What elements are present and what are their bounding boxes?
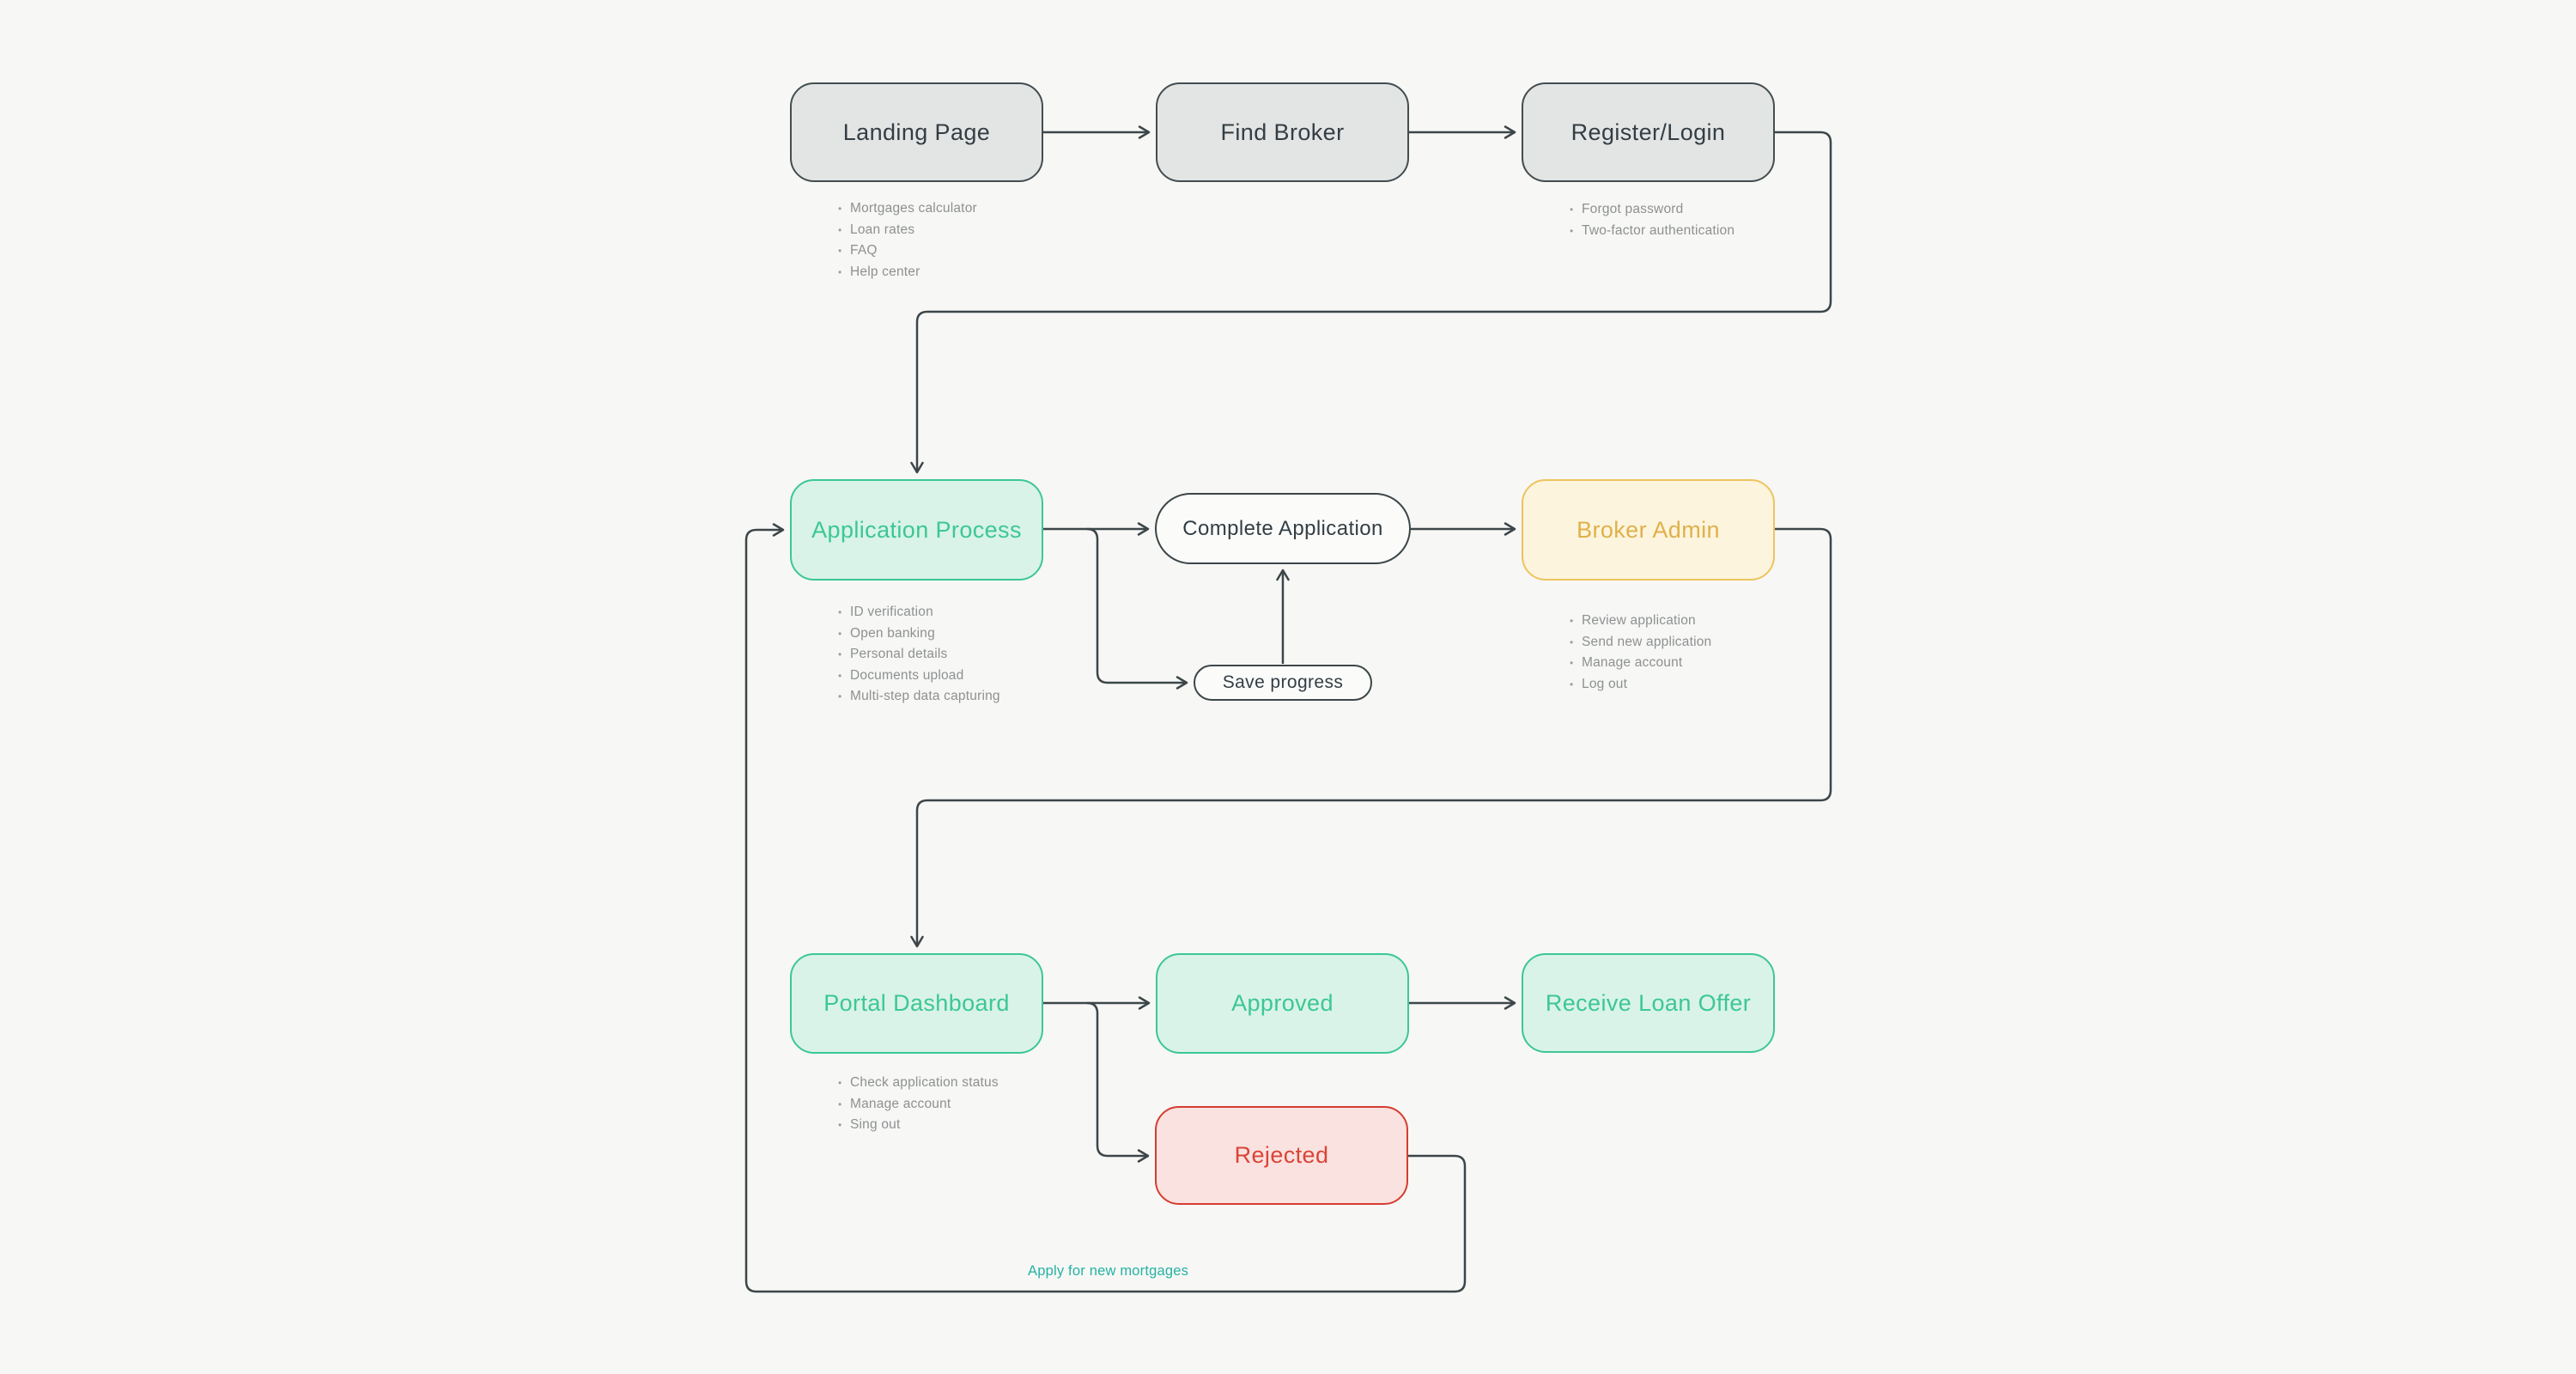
broker-admin-notes: Review application Send new application …	[1570, 611, 1711, 695]
node-landing-page[interactable]: Landing Page	[790, 82, 1043, 182]
application-process-notes: ID verification Open banking Personal de…	[838, 602, 1000, 708]
note-item: Review application	[1570, 611, 1711, 632]
node-application-process-label: Application Process	[811, 516, 1022, 543]
node-portal-dashboard[interactable]: Portal Dashboard	[790, 953, 1043, 1054]
note-item: ID verification	[838, 602, 1000, 623]
connector-brokeradmin-to-portal	[910, 527, 1832, 948]
node-register-login[interactable]: Register/Login	[1522, 82, 1775, 182]
connector-register-to-application	[910, 131, 1832, 474]
node-find-broker[interactable]: Find Broker	[1156, 82, 1409, 182]
note-item: Log out	[1570, 674, 1711, 696]
node-complete-application-label: Complete Application	[1182, 516, 1383, 540]
note-item: Forgot password	[1570, 199, 1735, 221]
node-rejected-label: Rejected	[1234, 1142, 1329, 1168]
node-find-broker-label: Find Broker	[1220, 119, 1345, 145]
node-receive-loan-offer-label: Receive Loan Offer	[1545, 989, 1752, 1016]
node-register-login-label: Register/Login	[1571, 119, 1726, 145]
node-application-process[interactable]: Application Process	[790, 479, 1043, 581]
note-item: Personal details	[838, 644, 1000, 666]
note-item: Sing out	[838, 1115, 999, 1136]
node-save-progress[interactable]: Save progress	[1194, 665, 1372, 701]
node-broker-admin[interactable]: Broker Admin	[1522, 479, 1775, 581]
note-item: Documents upload	[838, 666, 1000, 687]
landing-page-notes: Mortgages calculator Loan rates FAQ Help…	[838, 198, 977, 283]
node-portal-dashboard-label: Portal Dashboard	[823, 990, 1010, 1016]
note-item: Mortgages calculator	[838, 198, 977, 220]
node-receive-loan-offer[interactable]: Receive Loan Offer	[1522, 953, 1775, 1053]
node-approved[interactable]: Approved	[1156, 953, 1409, 1054]
note-item: Two-factor authentication	[1570, 221, 1735, 242]
portal-dashboard-notes: Check application status Manage account …	[838, 1073, 999, 1136]
note-item: Open banking	[838, 623, 1000, 645]
edge-label-apply-new-mortgages: Apply for new mortgages	[1028, 1263, 1189, 1279]
note-item: FAQ	[838, 240, 977, 262]
note-item: Check application status	[838, 1073, 999, 1094]
node-landing-page-label: Landing Page	[842, 119, 991, 145]
note-item: Send new application	[1570, 632, 1711, 654]
note-item: Multi-step data capturing	[838, 686, 1000, 708]
node-approved-label: Approved	[1231, 990, 1334, 1016]
note-item: Loan rates	[838, 220, 977, 241]
node-save-progress-label: Save progress	[1222, 672, 1344, 692]
note-item: Help center	[838, 262, 977, 283]
connector-portal-to-rejected	[1086, 1001, 1150, 1163]
note-item: Manage account	[838, 1094, 999, 1116]
node-broker-admin-label: Broker Admin	[1577, 516, 1720, 543]
node-complete-application[interactable]: Complete Application	[1155, 493, 1411, 564]
register-login-notes: Forgot password Two-factor authenticatio…	[1570, 199, 1735, 241]
node-rejected[interactable]: Rejected	[1155, 1106, 1408, 1205]
note-item: Manage account	[1570, 653, 1711, 674]
